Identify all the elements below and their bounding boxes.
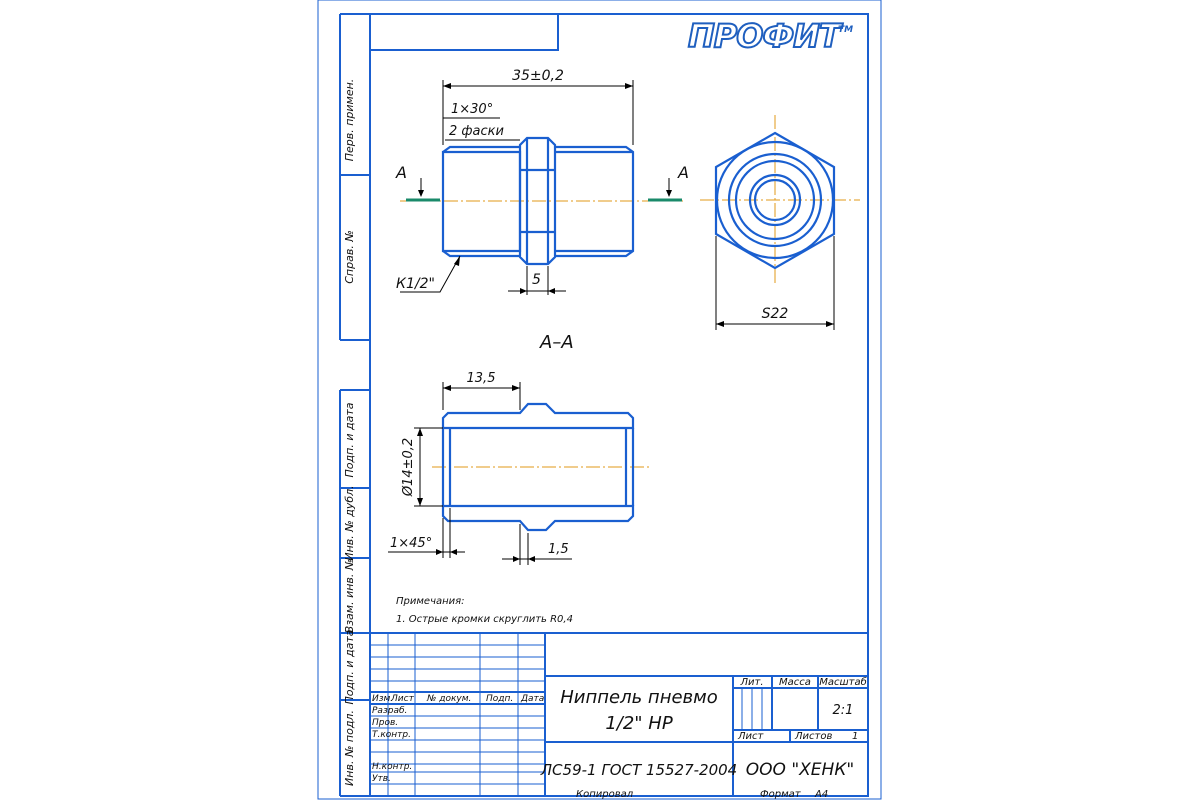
front-view: 35±0,2 1×30° 2 фаски А А 5 К1/2" bbox=[395, 68, 689, 295]
logo-text: ПРОФИТ bbox=[688, 17, 843, 55]
logo-trademark: TM bbox=[838, 25, 853, 35]
role-approver: Утв. bbox=[372, 774, 391, 784]
section-title: А–А bbox=[539, 332, 574, 353]
col-sign: Подп. bbox=[486, 694, 513, 704]
chamfer-count: 2 фаски bbox=[449, 124, 504, 139]
role-norm-control: Н.контр. bbox=[372, 762, 412, 772]
dim-thread-length: 13,5 bbox=[467, 371, 496, 386]
chamfer-angle: 1×30° bbox=[451, 102, 493, 117]
notes: Примечания: 1. Острые кромки скруглить R… bbox=[396, 596, 573, 625]
dim-hex-width: 5 bbox=[532, 272, 541, 288]
thread-label: К1/2" bbox=[396, 276, 435, 292]
dim-chamfer: 1×45° bbox=[390, 536, 432, 551]
part-name-line1: Ниппель пневмо bbox=[560, 687, 718, 708]
stamp-label-2: Справ. № bbox=[343, 230, 356, 284]
side-view: S22 bbox=[700, 115, 860, 330]
role-tech-control: Т.контр. bbox=[372, 730, 411, 740]
scale-header: Масштаб bbox=[819, 676, 867, 688]
sheets-value: 1 bbox=[852, 731, 858, 742]
part-name-line2: 1/2" НР bbox=[605, 713, 673, 734]
sheets-label: Листов bbox=[794, 731, 832, 742]
top-left-stamp bbox=[369, 13, 559, 51]
dim-length: 35±0,2 bbox=[512, 68, 564, 84]
stamp-label-7: Инв. № подл. bbox=[343, 710, 356, 786]
dim-across-flats: S22 bbox=[762, 306, 789, 322]
stamp-label-5: Взам. инв. № bbox=[343, 559, 356, 634]
title-block: Изм. Лист № докум. Подп. Дата Разраб. Пр… bbox=[370, 632, 868, 800]
stamp-label-4: Инв. № дубл. bbox=[343, 485, 356, 560]
brand-logo: ПРОФИТ TM bbox=[687, 16, 853, 56]
format-value: А4 bbox=[814, 789, 828, 800]
section-view: А–А 13,5 Ø14±0,2 1×45° bbox=[388, 332, 650, 565]
lit-header: Лит. bbox=[739, 677, 763, 688]
mass-header: Масса bbox=[779, 677, 811, 688]
col-date: Дата bbox=[520, 694, 544, 704]
stamp-label-1: Перв. примен. bbox=[343, 79, 356, 162]
material-spec: ЛС59-1 ГОСТ 15527-2004 bbox=[540, 761, 737, 779]
dim-bore: Ø14±0,2 bbox=[401, 438, 416, 497]
note-item-1: 1. Острые кромки скруглить R0,4 bbox=[396, 614, 573, 625]
section-wall-bottom bbox=[441, 504, 635, 532]
section-mark-right: А bbox=[677, 163, 689, 182]
col-doc: № докум. bbox=[426, 694, 471, 704]
section-wall-top bbox=[441, 402, 635, 430]
stamp-label-6: Подп. и дата bbox=[343, 629, 356, 704]
section-mark-left: А bbox=[395, 163, 407, 182]
col-izm: Изм. bbox=[372, 694, 393, 704]
stamp-label-3: Подп. и дата bbox=[343, 402, 356, 477]
col-list: Лист bbox=[390, 694, 415, 704]
sheet-border bbox=[317, 0, 882, 800]
side-stamp: Перв. примен. Справ. № Подп. и дата Инв.… bbox=[339, 13, 370, 797]
notes-heading: Примечания: bbox=[396, 596, 465, 607]
company-name: ООО "ХЕНК" bbox=[746, 760, 854, 780]
sheet-label: Лист bbox=[737, 731, 765, 742]
role-developer: Разраб. bbox=[372, 706, 407, 716]
front-hex-collar bbox=[518, 136, 557, 266]
scale-value: 2:1 bbox=[833, 703, 854, 718]
front-right-body bbox=[555, 145, 635, 258]
copied-label: Копировал bbox=[576, 789, 634, 800]
dim-collar: 1,5 bbox=[548, 542, 569, 557]
role-checker: Пров. bbox=[372, 718, 398, 728]
hex-outline bbox=[714, 131, 836, 270]
format-label: Формат bbox=[760, 789, 802, 800]
